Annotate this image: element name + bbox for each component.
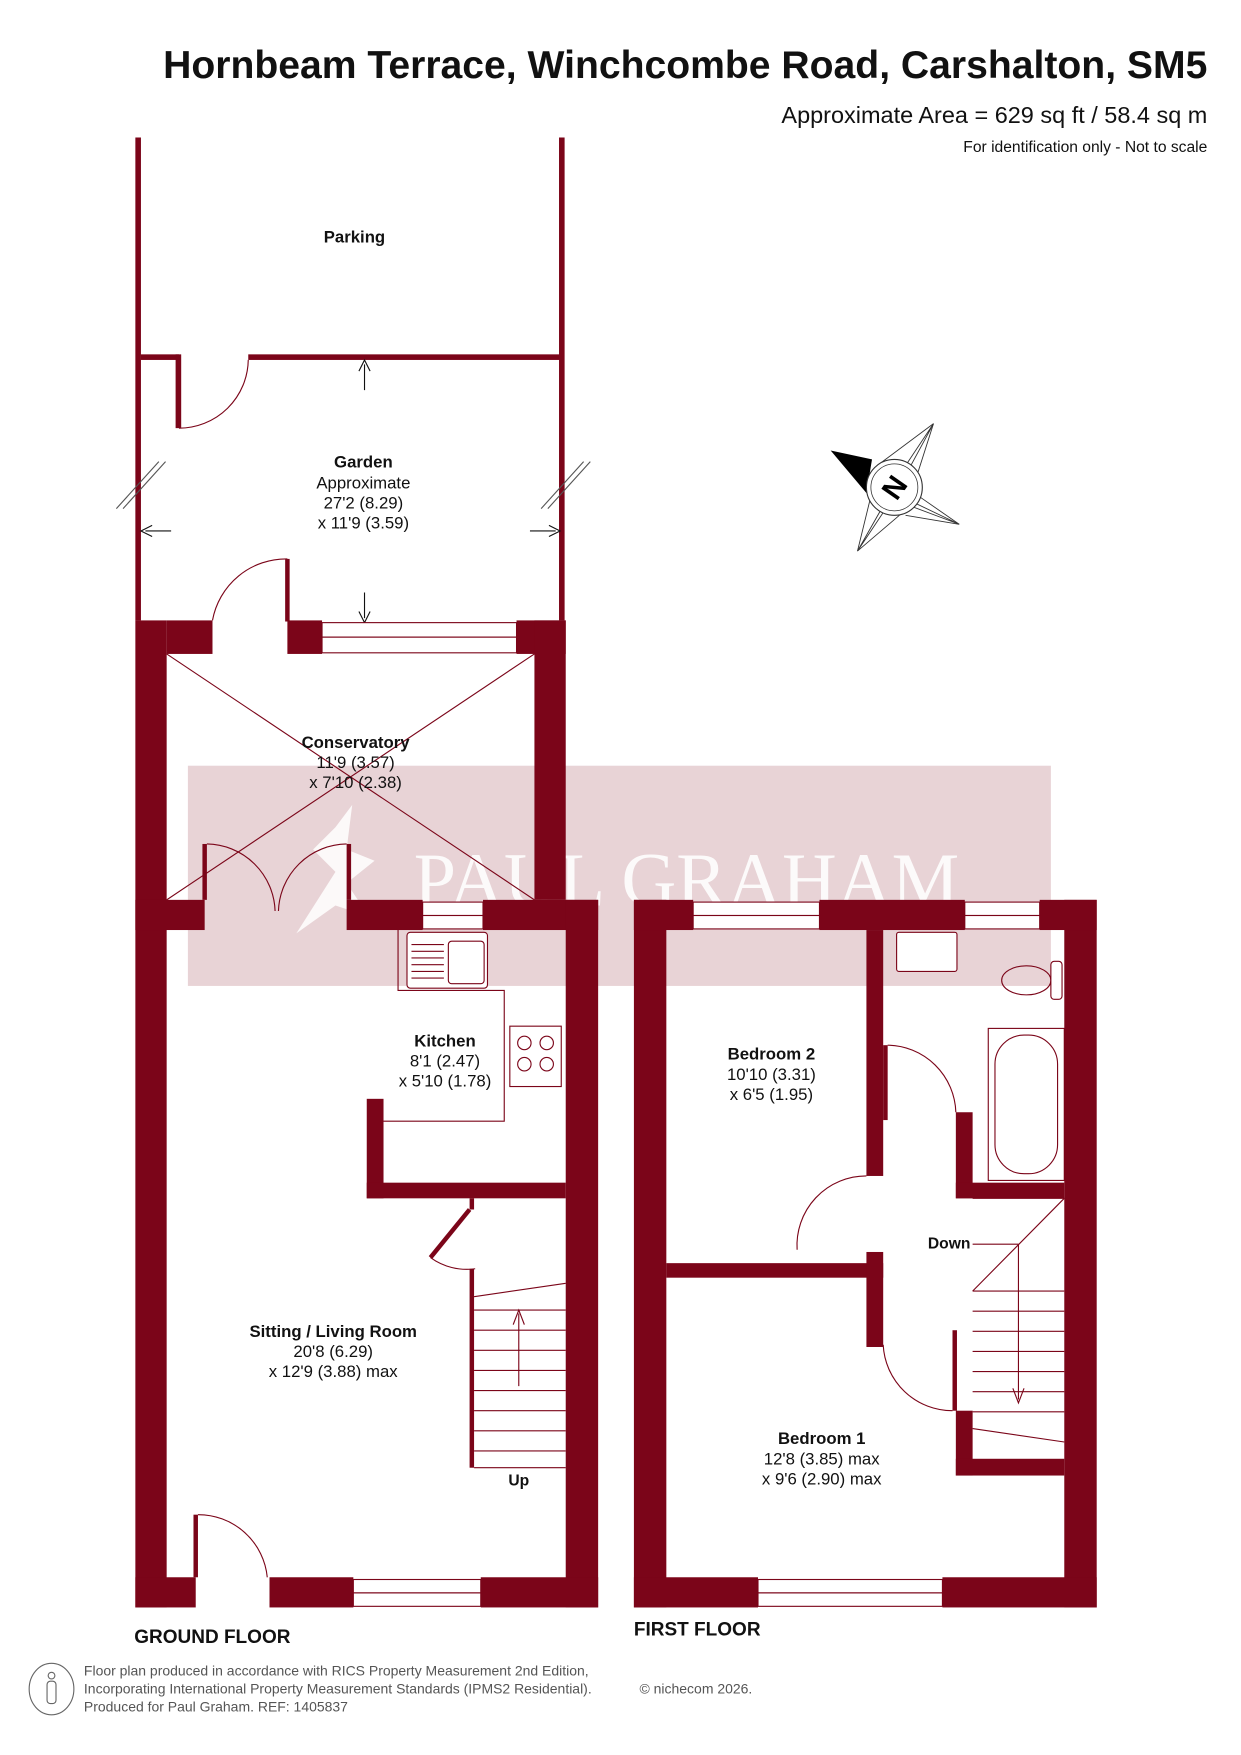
ground-stairs <box>469 1268 566 1469</box>
svg-text:x 7'10 (2.38): x 7'10 (2.38) <box>309 773 402 792</box>
svg-text:Sitting / Living Room: Sitting / Living Room <box>249 1322 416 1341</box>
svg-text:Garden: Garden <box>334 452 393 471</box>
stairs-down-label: Down <box>928 1236 971 1253</box>
svg-text:Kitchen: Kitchen <box>414 1031 475 1050</box>
garden-boundaries <box>115 137 591 624</box>
svg-text:Floor plan produced in accorda: Floor plan produced in accordance with R… <box>84 1663 589 1679</box>
svg-text:x 5'10 (1.78): x 5'10 (1.78) <box>399 1072 492 1091</box>
stairs-up-label: Up <box>508 1473 529 1490</box>
svg-text:Approximate: Approximate <box>316 473 410 492</box>
svg-text:Bedroom 2: Bedroom 2 <box>728 1045 816 1064</box>
svg-text:12'8 (3.85) max: 12'8 (3.85) max <box>764 1449 880 1468</box>
parking-label: Parking <box>324 228 385 247</box>
svg-text:27'2 (8.29): 27'2 (8.29) <box>324 494 404 513</box>
kitchen-label: Kitchen 8'1 (2.47) x 5'10 (1.78) <box>399 1031 492 1090</box>
svg-text:11'9 (3.57): 11'9 (3.57) <box>316 753 394 772</box>
garden-label: Garden Approximate 27'2 (8.29) x 11'9 (3… <box>316 452 410 532</box>
svg-text:20'8 (6.29): 20'8 (6.29) <box>293 1342 373 1361</box>
svg-text:x 6'5 (1.95): x 6'5 (1.95) <box>730 1085 813 1104</box>
svg-text:8'1 (2.47): 8'1 (2.47) <box>410 1051 480 1070</box>
svg-text:Incorporating International Pr: Incorporating International Property Mea… <box>84 1681 592 1697</box>
bedroom-1-label: Bedroom 1 12'8 (3.85) max x 9'6 (2.90) m… <box>762 1429 882 1488</box>
svg-text:x 11'9 (3.59): x 11'9 (3.59) <box>318 514 409 533</box>
sitting-room-label: Sitting / Living Room 20'8 (6.29) x 12'9… <box>249 1322 416 1381</box>
ground-floor-walls <box>135 620 599 1608</box>
first-floor-label: FIRST FLOOR <box>634 1619 761 1640</box>
svg-text:Conservatory: Conservatory <box>302 733 411 752</box>
conservatory-label: Conservatory 11'9 (3.57) x 7'10 (2.38) <box>302 733 411 792</box>
first-floor-stairs <box>972 1197 1065 1443</box>
first-floor-walls <box>633 899 1097 1608</box>
svg-text:10'10 (3.31): 10'10 (3.31) <box>727 1065 816 1084</box>
ground-floor-label: GROUND FLOOR <box>134 1627 290 1648</box>
north-compass-icon: N <box>830 423 960 552</box>
svg-text:Produced for Paul Graham. RE: Produced for Paul Graham. REF: 1405837 <box>84 1698 348 1714</box>
svg-text:Bedroom 1: Bedroom 1 <box>778 1429 866 1448</box>
kitchen-sink <box>406 931 489 989</box>
svg-text:x 12'9 (3.88) max: x 12'9 (3.88) max <box>269 1362 399 1381</box>
bathroom-fixtures <box>896 931 1065 1181</box>
property-title: Hornbeam Terrace, Winchcombe Road, Carsh… <box>163 44 1207 87</box>
svg-text:© nichecom 2026.: © nichecom 2026. <box>640 1681 753 1697</box>
approximate-area: Approximate Area = 629 sq ft / 58.4 sq m <box>781 102 1207 128</box>
kitchen-hob <box>509 1025 562 1088</box>
footer: Floor plan produced in accordance with R… <box>28 1662 753 1716</box>
person-icon <box>28 1662 75 1716</box>
scale-disclaimer: For identification only - Not to scale <box>963 139 1207 156</box>
bedroom-2-label: Bedroom 2 10'10 (3.31) x 6'5 (1.95) <box>727 1045 816 1104</box>
svg-text:x 9'6 (2.90) max: x 9'6 (2.90) max <box>762 1469 882 1488</box>
